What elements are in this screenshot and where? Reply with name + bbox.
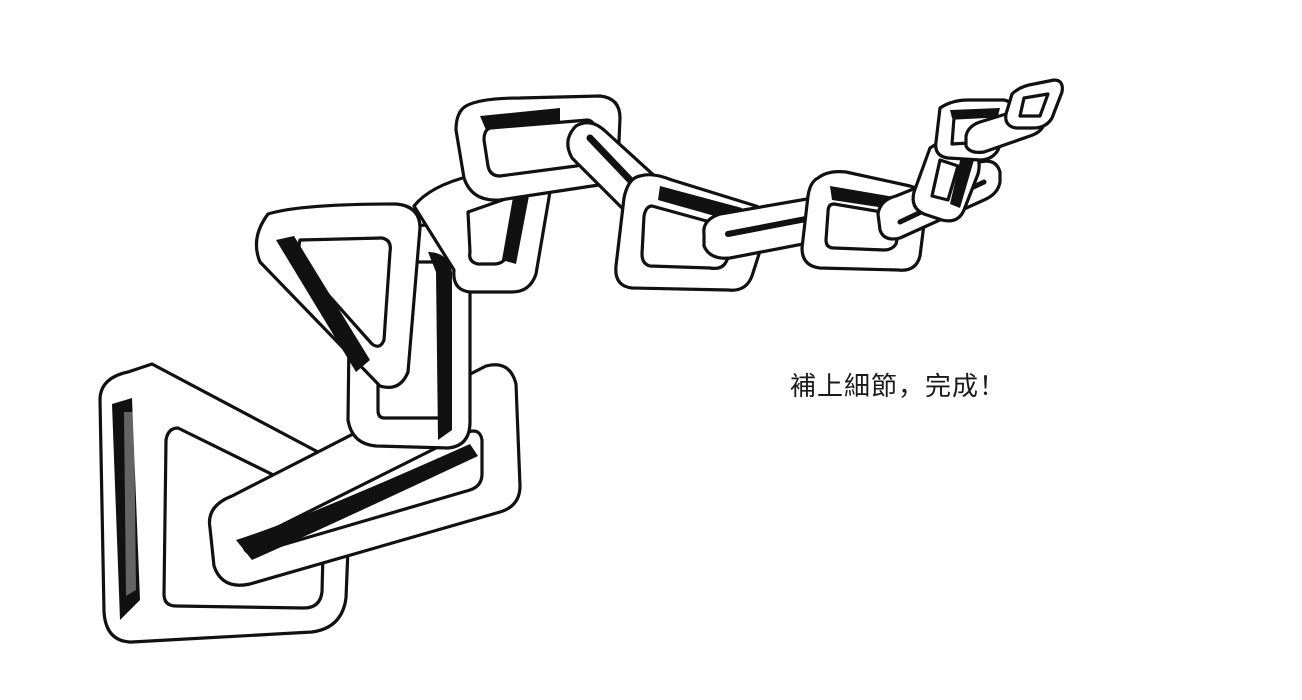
chain-link-12 (911, 140, 981, 223)
chain-link-4 (254, 202, 422, 389)
caption-text: 補上細節，完成！ (790, 372, 1007, 402)
chain-link-15 (1004, 78, 1064, 130)
